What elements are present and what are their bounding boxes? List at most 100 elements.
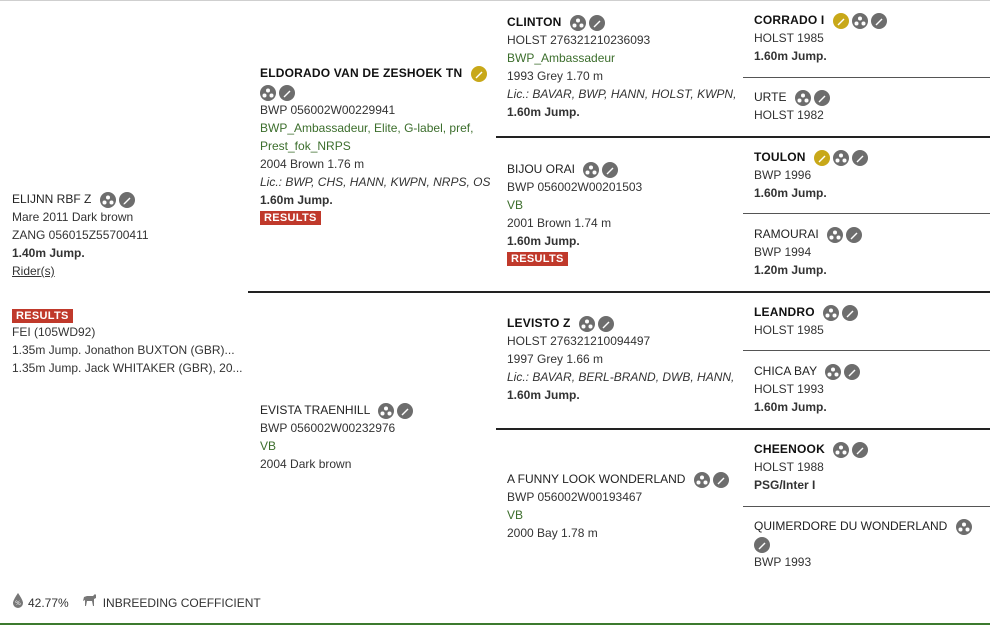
family-icon[interactable] bbox=[825, 363, 842, 380]
pencil-icon[interactable] bbox=[118, 191, 135, 208]
gold-pencil-icon[interactable] bbox=[814, 149, 830, 166]
sire-dam-studbook: VB bbox=[507, 198, 524, 212]
gold-pencil-icon[interactable] bbox=[470, 65, 487, 82]
family-icon[interactable] bbox=[569, 14, 586, 31]
sdd-info: BWP 1994 bbox=[754, 245, 812, 259]
dds-name[interactable]: CHEENOOK bbox=[754, 442, 825, 456]
sire-sire-studbook: BWP_Ambassadeur bbox=[507, 51, 616, 65]
dam-name[interactable]: EVISTA TRAENHILL bbox=[260, 403, 370, 417]
pencil-icon[interactable] bbox=[397, 402, 414, 419]
dam-sire-licences: Lic.: BAVAR, BERL-BRAND, DWB, HANN, ... bbox=[507, 370, 737, 384]
sds-name[interactable]: TOULON bbox=[754, 150, 806, 164]
divider-gen3-4 bbox=[743, 506, 990, 507]
family-icon[interactable] bbox=[99, 191, 116, 208]
sire-dam-info: 2001 Brown 1.74 m bbox=[507, 216, 612, 230]
dsd-name[interactable]: CHICA BAY bbox=[754, 364, 817, 378]
gold-pencil-icon[interactable] bbox=[832, 12, 849, 29]
pencil-icon[interactable] bbox=[602, 161, 619, 178]
divider-sire-dam bbox=[248, 291, 990, 293]
pencil-icon[interactable] bbox=[870, 12, 887, 29]
ssd-info: HOLST 1982 bbox=[754, 108, 824, 122]
subject-results-panel: RESULTS FEI (105WD92) 1.35m Jump. Jonath… bbox=[12, 307, 242, 377]
ssd-panel: URTE HOLST 1982 bbox=[754, 88, 984, 124]
dam-sire-level: 1.60m Jump. bbox=[507, 388, 580, 402]
dam-dam-name[interactable]: A FUNNY LOOK WONDERLAND bbox=[507, 472, 686, 486]
subject-name[interactable]: ELIJNN RBF Z bbox=[12, 192, 92, 206]
family-icon[interactable] bbox=[260, 84, 276, 101]
pencil-icon[interactable] bbox=[852, 441, 869, 458]
dss-panel: LEANDRO HOLST 1985 bbox=[754, 303, 984, 339]
family-icon[interactable] bbox=[833, 149, 849, 166]
family-icon[interactable] bbox=[378, 402, 395, 419]
sire-sire-level: 1.60m Jump. bbox=[507, 105, 580, 119]
dds-panel: CHEENOOK HOLST 1988 PSG/Inter I bbox=[754, 440, 984, 494]
pencil-icon[interactable] bbox=[844, 363, 861, 380]
sire-name[interactable]: ELDORADO VAN DE ZESHOEK TN bbox=[260, 66, 463, 80]
sdd-panel: RAMOURAI BWP 1994 1.20m Jump. bbox=[754, 225, 984, 279]
dam-sire-registration: HOLST 276321210094497 bbox=[507, 334, 651, 348]
sds-info: BWP 1996 bbox=[754, 168, 812, 182]
sds-panel: TOULON BWP 1996 1.60m Jump. bbox=[754, 148, 984, 202]
family-icon[interactable] bbox=[827, 226, 844, 243]
dam-dam-registration: BWP 056002W00193467 bbox=[507, 490, 643, 504]
svg-text:%: % bbox=[15, 600, 21, 607]
footer: % 42.77% INBREEDING COEFFICIENT bbox=[12, 592, 272, 613]
subject-panel: ELIJNN RBF Z Mare 2011 Dark brown ZANG 0… bbox=[12, 190, 242, 280]
family-icon[interactable] bbox=[693, 471, 710, 488]
dsd-panel: CHICA BAY HOLST 1993 1.60m Jump. bbox=[754, 362, 984, 416]
pencil-icon[interactable] bbox=[588, 14, 605, 31]
dds-level: PSG/Inter I bbox=[754, 478, 816, 492]
divider-gen3-1 bbox=[743, 77, 990, 78]
sire-info: 2004 Brown 1.76 m bbox=[260, 157, 365, 171]
family-icon[interactable] bbox=[578, 315, 595, 332]
sire-level: 1.60m Jump. bbox=[260, 193, 333, 207]
family-icon[interactable] bbox=[955, 518, 972, 535]
pencil-icon[interactable] bbox=[754, 536, 770, 553]
dsd-level: 1.60m Jump. bbox=[754, 400, 827, 414]
sss-level: 1.60m Jump. bbox=[754, 49, 827, 63]
family-icon[interactable] bbox=[833, 441, 850, 458]
sire-dam-results-button[interactable]: RESULTS bbox=[507, 252, 568, 266]
sire-dam-name[interactable]: BIJOU ORAI bbox=[507, 162, 576, 176]
sire-studbook-cont: Prest_fok_NRPS bbox=[260, 139, 351, 153]
pencil-icon[interactable] bbox=[846, 226, 863, 243]
dam-info: 2004 Dark brown bbox=[260, 457, 352, 471]
ddd-panel: QUIMERDORE DU WONDERLAND BWP 1993 bbox=[754, 517, 984, 571]
sire-dam-level: 1.60m Jump. bbox=[507, 234, 580, 248]
pencil-icon[interactable] bbox=[712, 471, 729, 488]
sire-dam-registration: BWP 056002W00201503 bbox=[507, 180, 643, 194]
result-row-1[interactable]: 1.35m Jump. Jonathon BUXTON (GBR)... bbox=[12, 343, 235, 357]
family-icon[interactable] bbox=[583, 161, 600, 178]
subject-sex-year-color: Mare 2011 Dark brown bbox=[12, 210, 134, 224]
dam-sire-name[interactable]: LEVISTO Z bbox=[507, 316, 571, 330]
sire-sire-info: 1993 Grey 1.70 m bbox=[507, 69, 604, 83]
subject-registration: ZANG 056015Z55700411 bbox=[12, 228, 149, 242]
family-icon[interactable] bbox=[794, 89, 811, 106]
family-icon[interactable] bbox=[851, 12, 868, 29]
inbreeding-percent: 42.77% bbox=[28, 595, 69, 610]
divider-sire-gen2 bbox=[496, 136, 990, 138]
ddd-info: BWP 1993 bbox=[754, 555, 812, 569]
pencil-icon[interactable] bbox=[597, 315, 614, 332]
riders-link[interactable]: Rider(s) bbox=[12, 264, 55, 278]
sire-sire-licences: Lic.: BAVAR, BWP, HANN, HOLST, KWPN, ... bbox=[507, 87, 737, 101]
result-row-2[interactable]: 1.35m Jump. Jack WHITAKER (GBR), 20... bbox=[12, 361, 242, 375]
sire-results-button[interactable]: RESULTS bbox=[260, 211, 321, 225]
pencil-icon[interactable] bbox=[813, 89, 830, 106]
ssd-name[interactable]: URTE bbox=[754, 90, 787, 104]
sire-sire-name[interactable]: CLINTON bbox=[507, 15, 562, 29]
ddd-name[interactable]: QUIMERDORE DU WONDERLAND bbox=[754, 519, 948, 533]
sire-sire-registration: HOLST 276321210236093 bbox=[507, 33, 651, 47]
sss-name[interactable]: CORRADO I bbox=[754, 13, 825, 27]
sdd-name[interactable]: RAMOURAI bbox=[754, 227, 819, 241]
sire-panel: ELDORADO VAN DE ZESHOEK TN BWP 056002W00… bbox=[260, 64, 490, 225]
pencil-icon[interactable] bbox=[279, 84, 295, 101]
pencil-icon[interactable] bbox=[852, 149, 868, 166]
pencil-icon[interactable] bbox=[842, 304, 859, 321]
dss-name[interactable]: LEANDRO bbox=[754, 305, 815, 319]
results-button[interactable]: RESULTS bbox=[12, 309, 73, 323]
dam-panel: EVISTA TRAENHILL BWP 056002W00232976 VB … bbox=[260, 401, 490, 473]
family-icon[interactable] bbox=[823, 304, 840, 321]
horse-icon bbox=[81, 592, 99, 613]
